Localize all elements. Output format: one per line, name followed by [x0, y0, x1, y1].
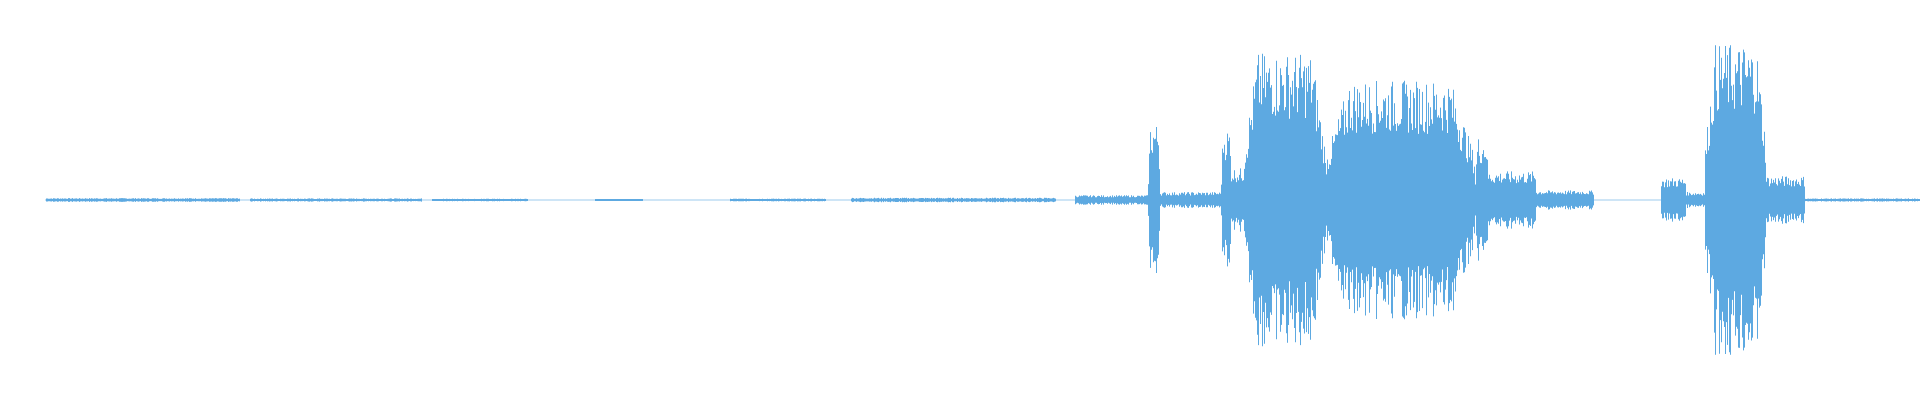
- waveform-bars: [46, 45, 1920, 355]
